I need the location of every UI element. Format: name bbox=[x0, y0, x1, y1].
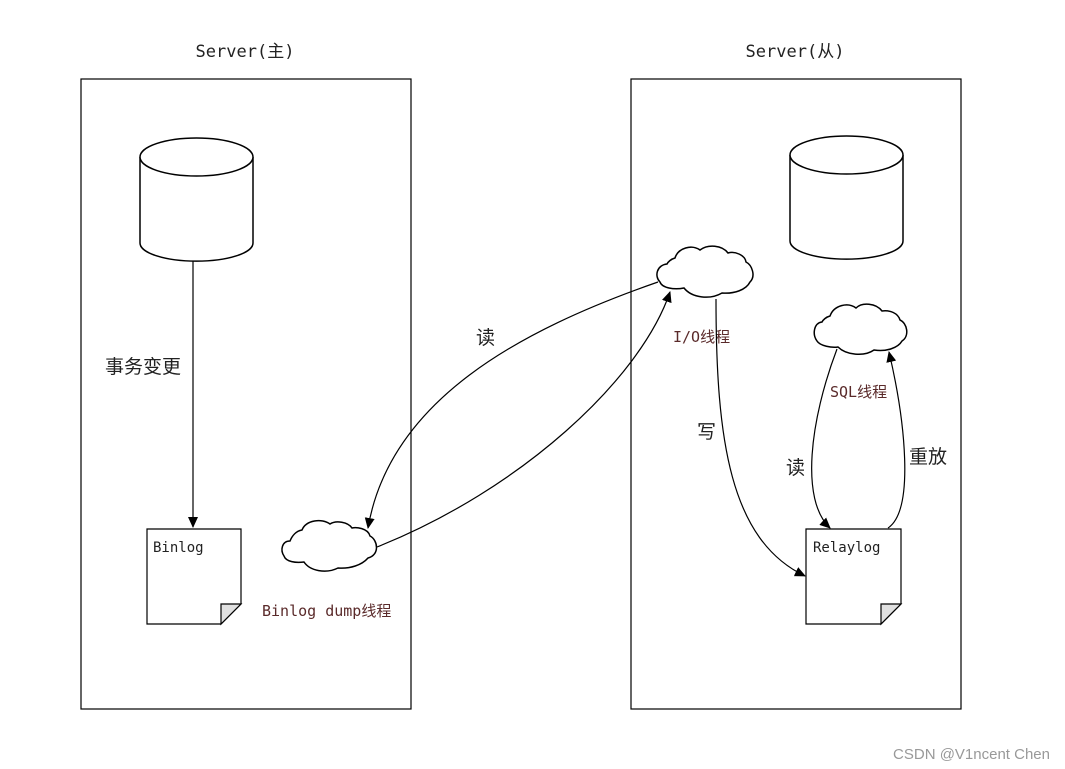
sql-read-arrow bbox=[811, 348, 838, 529]
master-database-icon bbox=[139, 137, 254, 262]
binlog-label: Binlog bbox=[153, 540, 204, 556]
binlog-dump-thread-cloud-icon bbox=[281, 519, 378, 572]
transaction-change-label: 事务变更 bbox=[105, 356, 181, 378]
read-request-arrow bbox=[364, 281, 659, 529]
io-thread-cloud-icon bbox=[656, 245, 754, 298]
replay-arrow bbox=[886, 351, 906, 529]
write-label: 写 bbox=[697, 421, 716, 443]
sql-read-label: 读 bbox=[786, 457, 805, 479]
binlog-document-icon bbox=[146, 528, 243, 626]
write-relaylog-arrow bbox=[715, 298, 806, 577]
watermark: CSDN @V1ncent Chen bbox=[893, 746, 1050, 763]
binlog-dump-thread-label: Binlog dump线程 bbox=[262, 602, 391, 620]
cross-read-label: 读 bbox=[476, 327, 495, 349]
replay-label: 重放 bbox=[909, 446, 947, 468]
slave-database-icon bbox=[789, 135, 904, 260]
relaylog-label: Relaylog bbox=[813, 540, 880, 556]
slave-server-title: Server(从) bbox=[746, 42, 845, 62]
master-server-title: Server(主) bbox=[196, 42, 295, 62]
binlog-transfer-arrow bbox=[376, 291, 672, 548]
master-server-box bbox=[80, 78, 412, 710]
io-thread-label: I/O线程 bbox=[673, 328, 730, 346]
slave-server-box bbox=[630, 78, 962, 710]
sql-thread-cloud-icon bbox=[813, 303, 908, 355]
sql-thread-label: SQL线程 bbox=[830, 383, 887, 401]
relaylog-document-icon bbox=[805, 528, 903, 626]
